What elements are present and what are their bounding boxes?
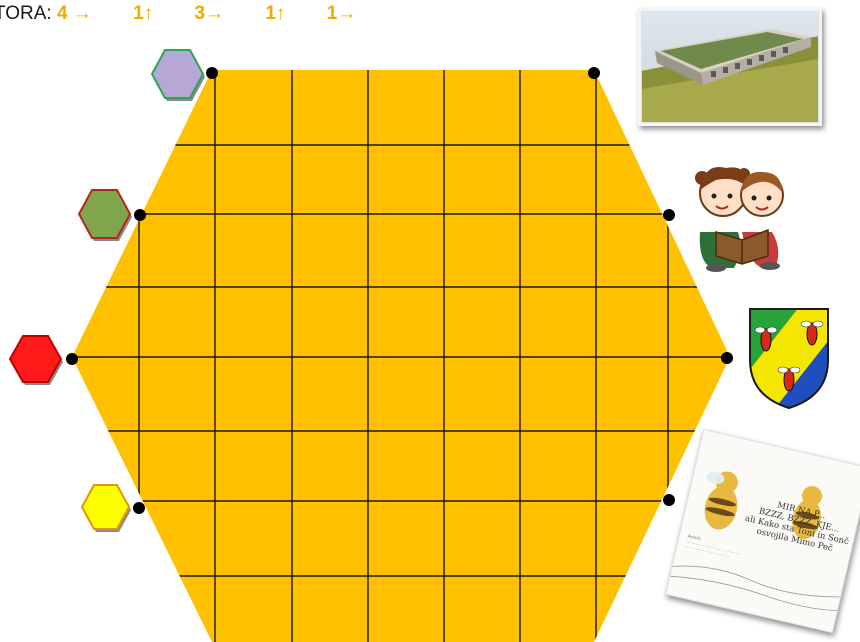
corner-dot [66,353,78,365]
corner-dot [663,209,675,221]
children-reading-book-icon [695,167,783,272]
corner-dot [588,67,600,79]
coat-of-arms-bees-icon [748,306,832,412]
green-hexagon-token[interactable] [79,190,132,241]
corner-dot [206,67,218,79]
hexagon-board-field [72,70,730,642]
corner-dot [663,494,675,506]
red-hexagon-token[interactable] [10,336,63,385]
corner-dot [721,352,733,364]
corner-dot [134,209,146,221]
yellow-hexagon-token[interactable] [82,485,131,532]
lilac-hexagon-token[interactable] [152,50,205,101]
corner-dot [133,502,145,514]
school-building-photo [638,8,822,126]
